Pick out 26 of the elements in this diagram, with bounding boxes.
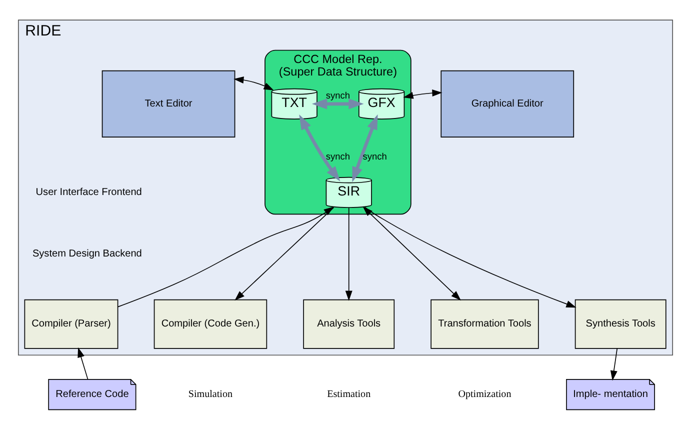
node-box: Graphical Editor <box>440 70 574 137</box>
label: Optimization <box>458 388 512 400</box>
node-box: Text Editor <box>102 70 236 137</box>
node-box: Analysis Tools <box>303 298 395 348</box>
arrow <box>610 348 618 380</box>
edge-label: synch <box>362 151 387 162</box>
arrow <box>403 89 442 98</box>
node-box: Compiler (Parser) <box>24 298 118 348</box>
label: Simulation <box>188 388 233 400</box>
edge-label: synch <box>326 90 350 100</box>
node-box: Synthesis Tools <box>574 298 666 348</box>
arrow <box>299 114 340 181</box>
label: System Design Backend <box>32 248 142 259</box>
node-box: Compiler (Code Gen.) <box>154 298 268 348</box>
edge-label: synch <box>326 151 350 162</box>
arrow <box>118 206 334 307</box>
label: User Interface Frontend <box>36 186 142 198</box>
arrow <box>352 114 378 182</box>
arrow <box>234 76 274 90</box>
arrow <box>78 346 88 380</box>
arrow <box>234 206 334 300</box>
arrow <box>345 206 352 300</box>
arrow <box>312 98 364 109</box>
label: Estimation <box>327 388 371 400</box>
node-box: Transformation Tools <box>430 298 539 348</box>
arrow <box>364 206 576 308</box>
